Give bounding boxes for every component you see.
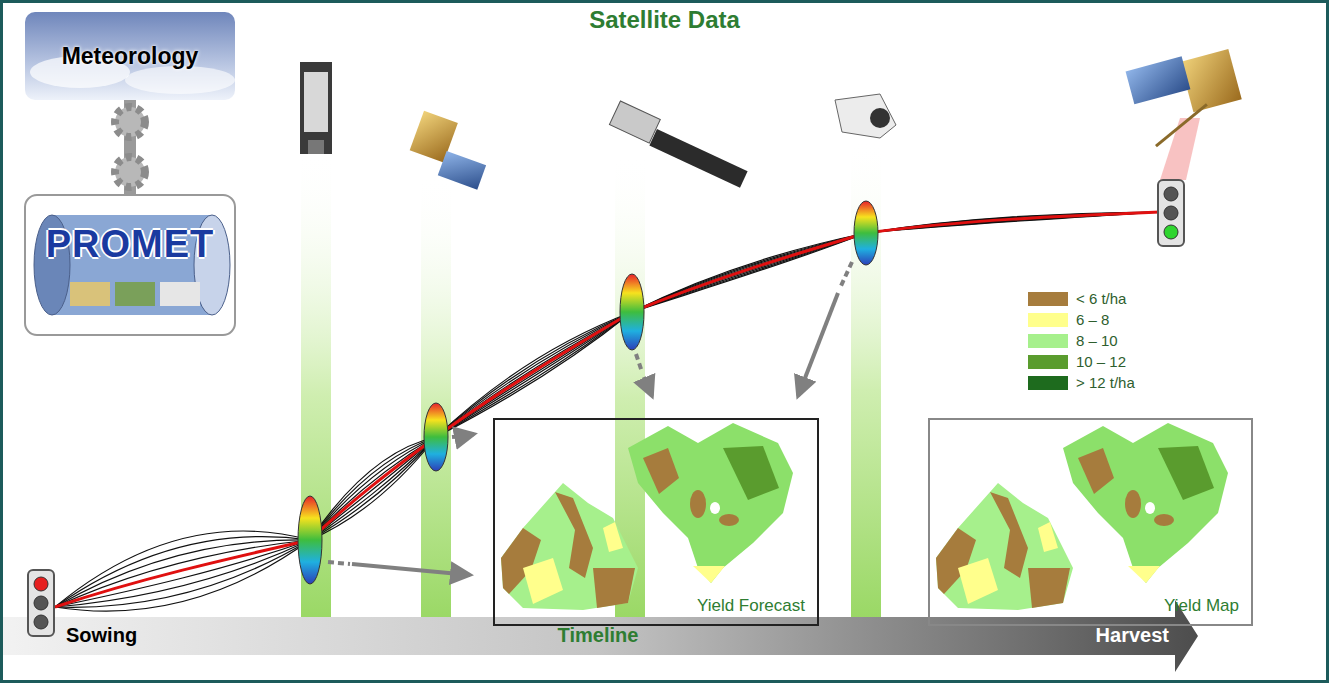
best-estimate-curve xyxy=(55,540,310,607)
ensemble-curve xyxy=(55,540,310,607)
traffic-light xyxy=(28,570,54,636)
ensemble-curve xyxy=(55,540,310,607)
ensemble-curve xyxy=(55,531,310,607)
satellite-beam xyxy=(851,140,881,640)
satellite xyxy=(300,62,332,154)
ensemble-curve xyxy=(55,540,310,607)
model-box xyxy=(25,195,235,335)
ensemble-curve xyxy=(310,437,436,540)
yield-map xyxy=(936,423,1228,610)
satellite xyxy=(609,101,752,188)
start-label: Sowing xyxy=(66,624,137,647)
ensemble-curve xyxy=(632,233,866,312)
legend-text: > 12 t/ha xyxy=(1076,374,1135,391)
ensemble-curve xyxy=(310,437,436,540)
title: Satellite Data xyxy=(0,6,1329,34)
sky-picture xyxy=(25,12,235,100)
best-estimate-curve xyxy=(866,212,1160,233)
ensemble-curve xyxy=(632,233,866,312)
legend-text: 6 – 8 xyxy=(1076,311,1109,328)
gear xyxy=(115,107,145,187)
satellite xyxy=(1126,44,1248,148)
legend-row: 6 – 8 xyxy=(1028,311,1109,328)
ensemble-curve xyxy=(310,437,436,540)
node-text: Yield Map xyxy=(1164,596,1239,616)
ensemble-curve xyxy=(310,437,436,540)
best-estimate-curve xyxy=(632,233,866,312)
satellite xyxy=(835,94,896,138)
legend-row: < 6 t/ha xyxy=(1028,290,1126,307)
ensemble-curve xyxy=(632,233,866,312)
legend-row: > 12 t/ha xyxy=(1028,374,1135,391)
ensemble-curve xyxy=(632,233,866,312)
ensemble-curve xyxy=(310,437,436,540)
node-text: Yield Forecast xyxy=(697,596,805,616)
ensemble-curve xyxy=(55,540,310,607)
assimilation-lens xyxy=(298,496,322,584)
ensemble-curve xyxy=(310,437,436,540)
ensemble-curve xyxy=(310,437,436,540)
node-text: PROMET xyxy=(46,223,215,266)
legend-row: 10 – 12 xyxy=(1028,353,1126,370)
forecast-box: Yield Forecast xyxy=(493,418,819,626)
ensemble-curve xyxy=(310,437,436,540)
legend-swatch xyxy=(1028,313,1068,327)
model-box: PROMET xyxy=(25,195,235,335)
ensemble-curve xyxy=(632,233,866,312)
node-text: Meteorology xyxy=(62,43,199,70)
end-label: Harvest xyxy=(1096,624,1169,647)
traffic-light xyxy=(1158,180,1184,246)
assimilation-lens xyxy=(854,201,878,265)
ensemble-curve xyxy=(310,437,436,540)
ensemble-curve xyxy=(632,233,866,312)
legend-text: 8 – 10 xyxy=(1076,332,1118,349)
ensemble-curve xyxy=(632,233,866,312)
best-estimate-curve xyxy=(310,437,436,540)
satellite xyxy=(405,111,497,190)
ensemble-curve xyxy=(866,212,1160,233)
ensemble-curve xyxy=(866,212,1160,233)
ensemble-curve xyxy=(55,540,310,611)
assimilation-lens xyxy=(620,274,644,350)
legend-text: < 6 t/ha xyxy=(1076,290,1126,307)
legend-swatch xyxy=(1028,376,1068,390)
ensemble-curve xyxy=(55,537,310,607)
model-cylinder xyxy=(34,215,230,315)
ensemble-curve xyxy=(866,212,1160,233)
yield-map-box: Yield Map xyxy=(928,418,1253,626)
legend-text: 10 – 12 xyxy=(1076,353,1126,370)
ensemble-curve xyxy=(866,212,1160,233)
ensemble-curve xyxy=(866,212,1160,233)
meteorology-box: Meteorology xyxy=(25,12,235,100)
ensemble-curve xyxy=(632,233,866,312)
assimilation-lens xyxy=(424,403,448,471)
ensemble-curve xyxy=(866,212,1160,233)
axis-label: Timeline xyxy=(558,624,639,647)
ensemble-curve xyxy=(55,540,310,607)
legend-swatch xyxy=(1028,334,1068,348)
ensemble-curve xyxy=(866,212,1160,233)
yield-forecast-map xyxy=(501,423,793,610)
legend-swatch xyxy=(1028,355,1068,369)
legend-swatch xyxy=(1028,292,1068,306)
ensemble-curve xyxy=(55,540,310,607)
ensemble-curve xyxy=(866,212,1160,233)
ensemble-curve xyxy=(866,212,1160,233)
legend-row: 8 – 10 xyxy=(1028,332,1118,349)
timeline-arrow xyxy=(0,600,1198,672)
ensemble-curve xyxy=(632,233,866,312)
